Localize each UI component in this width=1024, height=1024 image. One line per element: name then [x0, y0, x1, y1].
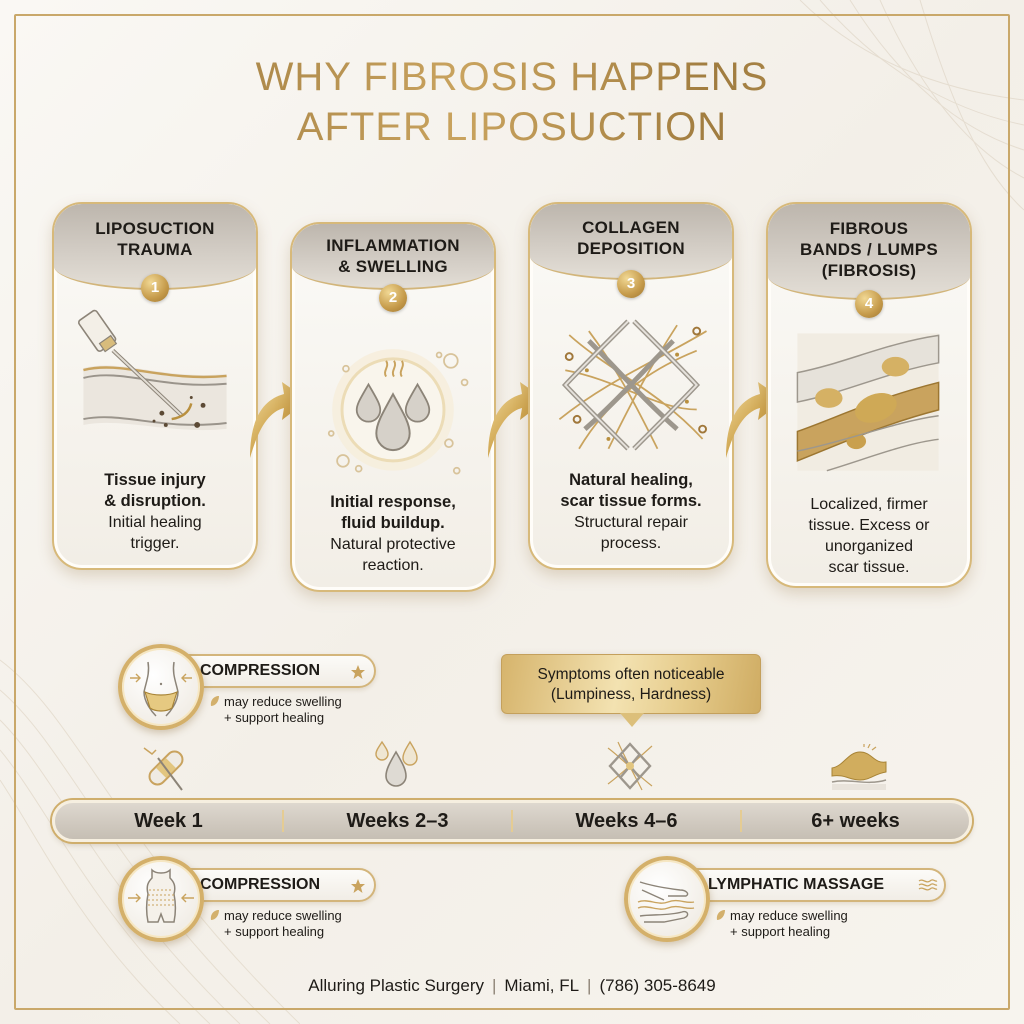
footer-location: Miami, FL: [504, 976, 580, 995]
timeline-divider: [511, 810, 513, 832]
cannula-tissue-icon: [77, 309, 227, 431]
recovery-timeline: Week 1 Weeks 2–3 Weeks 4–6 6+ weeks: [52, 800, 972, 842]
bandage-icon: [143, 747, 184, 791]
title-line-1: WHY FIBROSIS HAPPENS: [255, 55, 769, 99]
page-title: WHY FIBROSIS HAPPENS AFTER LIPOSUCTION: [0, 52, 1024, 152]
footer-clinic-name: Alluring Plastic Surgery: [308, 976, 484, 995]
step-4-number-badge: 4: [855, 290, 883, 318]
star-icon: [351, 665, 365, 679]
step-4-heading-line-1: FIBROUS: [829, 219, 909, 238]
step-4-text-line-2: tissue. Excess or: [808, 517, 930, 534]
step-card-collagen-deposition: COLLAGEN DEPOSITION 3 Natural healing, s…: [528, 202, 734, 570]
step-1-lead-line-1: Tissue injury: [104, 471, 206, 489]
step-3-lead-line-1: Natural healing,: [569, 471, 693, 489]
timeline-divider: [282, 810, 284, 832]
timeline-weeks-4-6: Weeks 4–6: [575, 809, 678, 832]
droplets-icon: [375, 740, 418, 787]
timeline-6-plus-weeks: 6+ weeks: [811, 809, 900, 832]
compression-bottom-note-line-2: + support healing: [224, 924, 325, 939]
title-line-2: AFTER LIPOSUCTION: [296, 105, 728, 149]
timeline-week-1: Week 1: [134, 809, 203, 832]
lymphatic-massage-note-line-2: + support healing: [730, 924, 831, 939]
step-card-liposuction-trauma: LIPOSUCTION TRAUMA 1 Tissue injury & dis…: [52, 202, 258, 570]
fluid-droplets-icon: [327, 349, 469, 475]
step-2-detail-line-2: reaction.: [362, 557, 424, 574]
bodysuit-compression-icon-circle: [118, 856, 204, 942]
massage-icon-circle: [624, 856, 710, 942]
step-3-detail-line-2: process.: [600, 535, 662, 552]
step-1-heading-line-2: TRAUMA: [117, 240, 193, 259]
collagen-mesh-icon: [558, 319, 707, 451]
step-1-description: Tissue injury & disruption. Initial heal…: [54, 470, 256, 554]
compression-bottom-label: COMPRESSION: [200, 876, 321, 893]
step-3-number-badge: 3: [617, 270, 645, 298]
step-3-heading: COLLAGEN DEPOSITION: [530, 204, 732, 280]
step-4-heading: FIBROUS BANDS / LUMPS (FIBROSIS): [768, 204, 970, 300]
lymphatic-massage-note-line-1: may reduce swelling: [730, 908, 848, 923]
leaf-icon: [716, 910, 725, 920]
step-3-heading-line-1: COLLAGEN: [582, 218, 680, 237]
footer-separator: |: [492, 976, 497, 995]
step-2-heading: INFLAMMATION & SWELLING: [292, 224, 494, 290]
compression-top-label: COMPRESSION: [200, 662, 321, 679]
timeline-collagen-mesh-icon: [607, 741, 653, 791]
step-card-fibrous-bands: FIBROUS BANDS / LUMPS (FIBROSIS) 4 Local…: [766, 202, 972, 588]
timeline-divider: [740, 810, 742, 832]
callout-line-1: Symptoms often noticeable: [537, 666, 725, 683]
massage-hands-icon: [637, 881, 695, 923]
lymphatic-massage-note: may reduce swelling + support healing: [716, 908, 848, 940]
lymphatic-massage-label: LYMPHATIC MASSAGE: [708, 876, 885, 893]
timeline-weeks-2-3: Weeks 2–3: [346, 809, 449, 832]
step-4-text-line-4: scar tissue.: [828, 559, 910, 576]
footer-separator: |: [587, 976, 592, 995]
footer-contact: Alluring Plastic Surgery | Miami, FL | (786)…: [0, 976, 1024, 996]
star-icon: [351, 879, 365, 893]
compression-bottom-note: may reduce swelling + support healing: [210, 908, 342, 940]
step-4-heading-line-3: (FIBROSIS): [821, 261, 917, 280]
step-1-lead-line-2: & disruption.: [104, 492, 206, 510]
step-2-detail-line-1: Natural protective: [330, 536, 456, 553]
step-2-heading-line-1: INFLAMMATION: [326, 236, 460, 255]
compression-top-note-line-1: may reduce swelling: [224, 694, 342, 709]
fibrous-bands-icon: [796, 333, 940, 472]
step-3-heading-line-2: DEPOSITION: [577, 239, 685, 258]
step-1-heading-line-1: LIPOSUCTION: [95, 219, 215, 238]
footer-phone[interactable]: (786) 305-8649: [599, 976, 716, 995]
waist-compression-icon: [130, 661, 192, 717]
bodysuit-compression-icon: [128, 868, 194, 923]
step-2-number-badge: 2: [379, 284, 407, 312]
treatment-lymphatic-massage: LYMPHATIC MASSAGE: [670, 868, 946, 902]
compression-bottom-note-line-1: may reduce swelling: [224, 908, 342, 923]
compression-top-note-line-2: + support healing: [224, 710, 325, 725]
step-3-description: Natural healing, scar tissue forms. Stru…: [530, 470, 732, 554]
symptoms-callout: Symptoms often noticeable (Lumpiness, Ha…: [501, 654, 761, 727]
step-4-description: Localized, firmer tissue. Excess or unor…: [768, 494, 970, 578]
step-3-lead-line-2: scar tissue forms.: [560, 492, 702, 510]
step-2-heading-line-2: & SWELLING: [338, 257, 448, 276]
waves-icon: [918, 879, 938, 891]
waist-compression-icon-circle: [118, 644, 204, 730]
step-3-detail-line-1: Structural repair: [574, 514, 688, 531]
step-4-text-line-1: Localized, firmer: [810, 496, 928, 513]
step-1-detail-line-2: trigger.: [130, 535, 180, 552]
step-4-text-line-3: unorganized: [824, 538, 914, 555]
step-1-detail-line-1: Initial healing: [108, 514, 202, 531]
leaf-icon: [210, 696, 219, 706]
callout-line-2: (Lumpiness, Hardness): [550, 686, 712, 703]
step-1-number-badge: 1: [141, 274, 169, 302]
step-4-heading-line-2: BANDS / LUMPS: [799, 240, 938, 259]
step-2-lead-line-1: Initial response,: [330, 493, 456, 511]
fibrous-lump-icon: [831, 744, 887, 790]
step-2-lead-line-2: fluid buildup.: [341, 514, 445, 532]
step-card-inflammation-swelling: INFLAMMATION & SWELLING 2 Initial respon…: [290, 222, 496, 592]
compression-top-note: may reduce swelling + support healing: [210, 694, 342, 726]
leaf-icon: [210, 910, 219, 920]
step-2-description: Initial response, fluid buildup. Natural…: [292, 492, 494, 576]
